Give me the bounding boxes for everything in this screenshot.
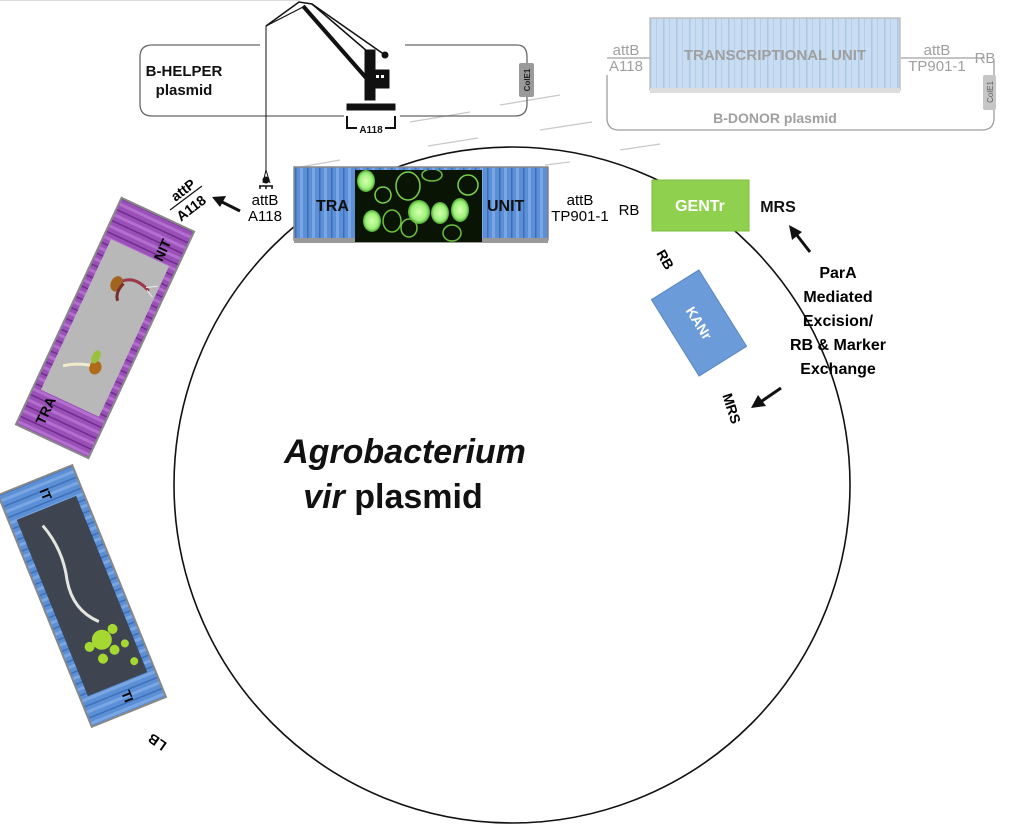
integrated-rb-label: RB [619,202,640,219]
title-vir: vir [303,478,346,516]
b-donor-right-site-line1: attB [924,42,951,59]
seedling-top [110,276,158,302]
b-helper-plasmid: B-HELPER plasmid ColE1 A118 [139,44,534,136]
b-helper-site-bracket [346,116,396,129]
note-line-2: Mediated [803,289,872,306]
integrated-unit-right-text: UNIT [487,198,525,215]
b-helper-backbone-right [400,44,528,117]
b-donor-left-site-line2: A118 [609,58,643,75]
b-helper-cole1-label: ColE1 [523,68,532,91]
gentr-marker [651,179,750,232]
plant-root-image [16,495,148,697]
b-helper-backbone-left [139,44,344,117]
green-leaves [84,623,139,666]
b-donor-cole1-label: ColE1 [986,81,995,103]
note-line-1: ParA [819,265,857,282]
title-plasmid: plasmid [345,478,483,516]
b-helper-cole1-box [519,63,534,97]
b-donor-cole1-box [983,75,996,110]
b-donor-transcriptional-unit [649,17,901,91]
root-hair [41,524,100,623]
blue-unit-top-text: IT [37,486,55,502]
integrated-left-site-line1: attB [252,192,279,209]
mrs-label-on-circle: MRS [719,391,744,426]
b-donor-rb-label: RB [975,50,996,67]
para-exchange-note: ParA Mediated Excision/ RB & Marker Exch… [790,265,886,378]
integrated-right-site-line2: TP901-1 [551,208,609,225]
note-line-5: Exchange [800,361,876,378]
arrow-to-circle-mrs-icon [751,386,782,408]
b-helper-name-line1: B-HELPER [146,63,223,80]
b-donor-left-site-line1: attB [613,42,640,59]
purple-transcriptional-unit: NIT TRA [14,196,196,460]
b-donor-plasmid: TRANSCRIPTIONAL UNIT attB A118 attB TP90… [606,17,996,131]
b-donor-right-site-line2: TP901-1 [908,58,966,75]
b-donor-name: B-DONOR plasmid [713,110,837,126]
movement-dash-lines [294,94,661,169]
arrow-to-attp-icon [212,196,241,213]
integrated-unit-left-text: TRA [316,198,349,215]
gentr-label: GENTr [675,198,725,215]
lb-label: LB [145,730,169,754]
kanr-marker: KANr [650,269,748,377]
integrated-transcriptional-unit: TRA UNIT attB A118 attB TP901-1 RB [248,166,640,243]
seedlings-image [40,239,170,417]
b-donor-backbone [606,60,995,131]
b-donor-unit-label: TRANSCRIPTIONAL UNIT [684,47,866,64]
attp-site: attP A118 [168,176,209,225]
gentr-mrs-label: MRS [760,199,796,216]
note-line-3: Excision/ [803,313,874,330]
b-helper-site-label: A118 [359,125,383,136]
b-donor-unit-base [650,88,900,93]
note-line-4: RB & Marker [790,337,886,354]
fluorescent-cells-image [355,170,482,242]
rb-label-on-circle: RB [653,247,677,273]
blue-transcriptional-unit: IT TI [0,463,168,729]
b-helper-name-line2: plasmid [156,82,213,99]
plasmid-title-line2: vir plasmid [303,478,483,516]
arrow-to-gentr-mrs-icon [789,225,812,253]
blue-unit-bottom-text: TI [118,688,136,704]
plasmid-title-line1: Agrobacterium [283,433,526,471]
crane-icon [259,1,396,189]
seedling-bottom [62,350,102,375]
integrated-right-site-line1: attB [567,192,594,209]
integrated-left-site-line2: A118 [248,208,282,225]
vir-plasmid-backbone [173,146,851,824]
